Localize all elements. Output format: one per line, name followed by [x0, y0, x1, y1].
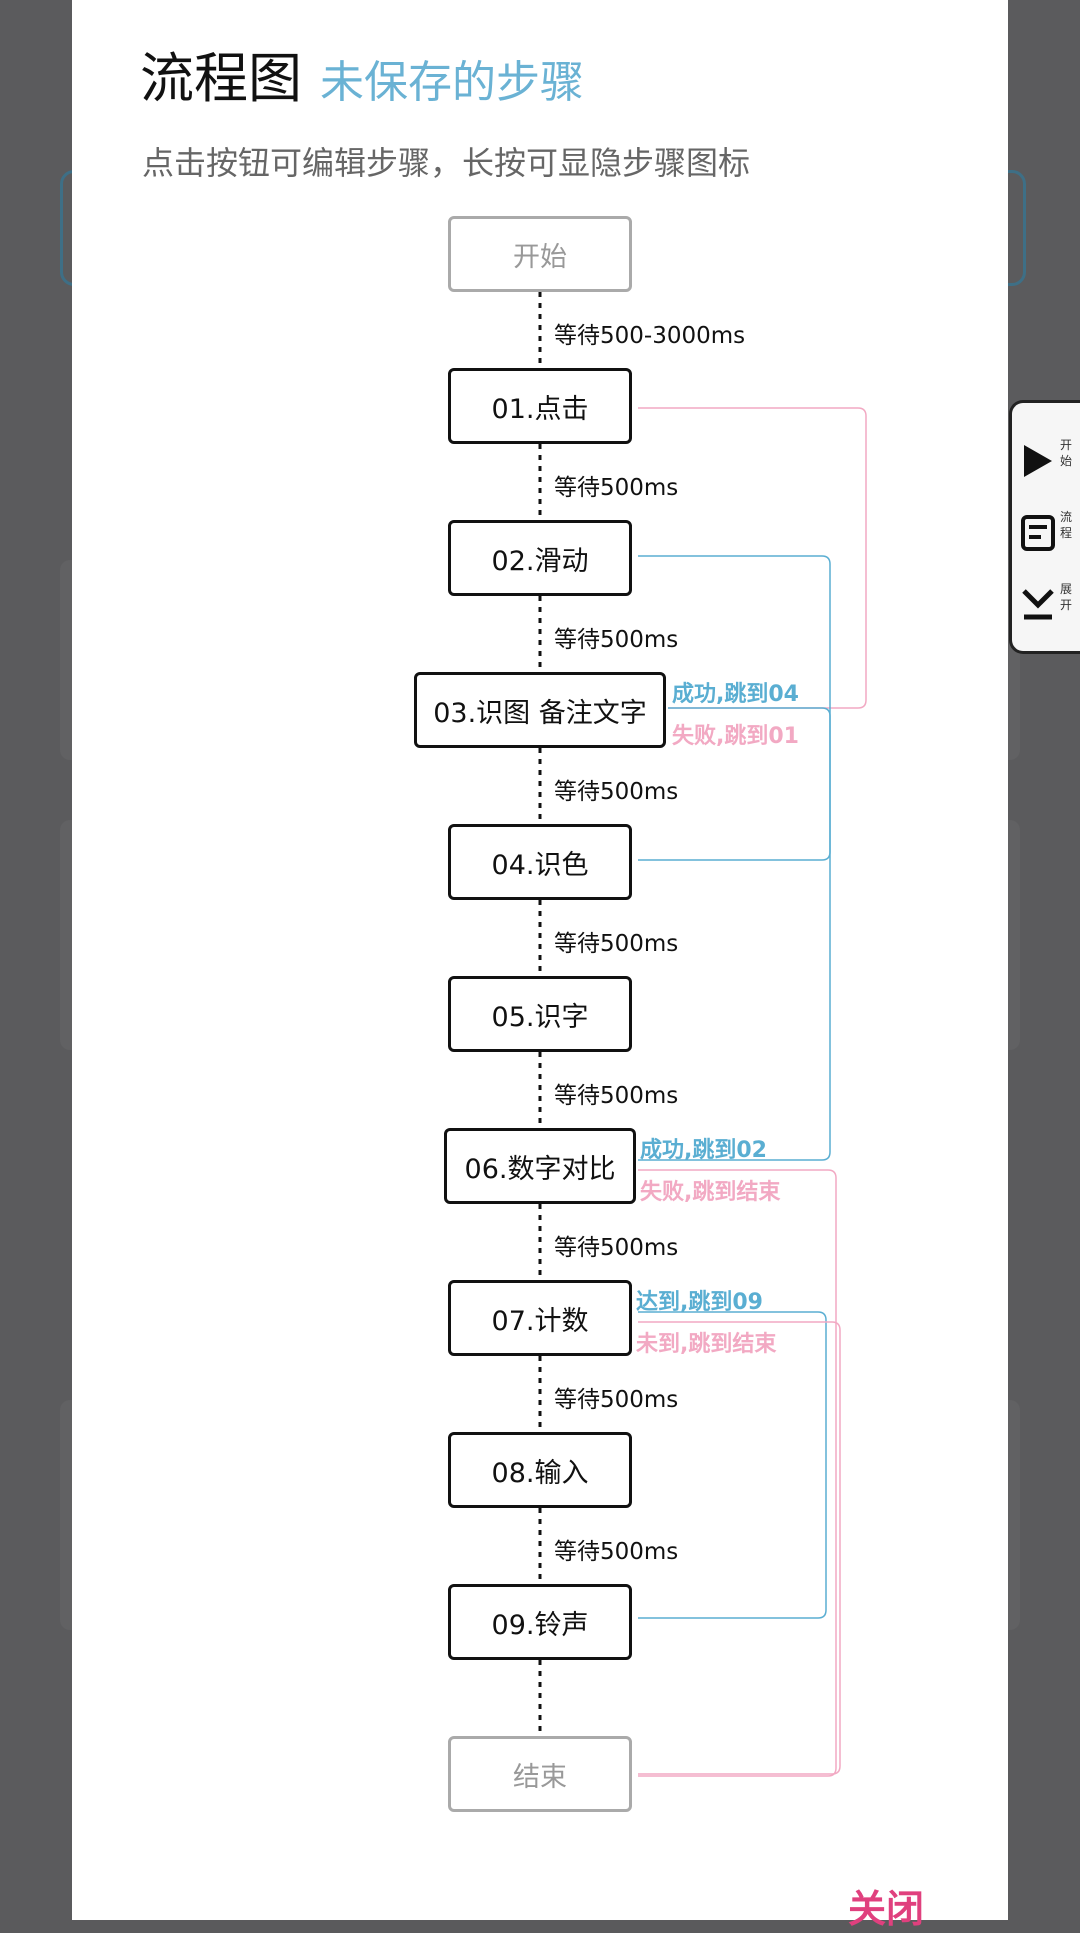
wait-label: 等待500ms [554, 1387, 679, 1413]
flow-step-node[interactable]: 08.输入 [448, 1432, 632, 1508]
flow-step-node[interactable]: 09.铃声 [448, 1584, 632, 1660]
flowchart-dialog: 流程图 未保存的步骤 点击按钮可编辑步骤，长按可显隐步骤图标 开始 01.点击 … [72, 0, 1008, 1931]
wait-label: 等待500ms [554, 1235, 679, 1261]
flow-step-node[interactable]: 02.滑动 [448, 520, 632, 596]
dialog-title: 流程图 [140, 47, 302, 110]
flow-icon [1021, 515, 1055, 551]
wait-label: 等待500ms [554, 627, 679, 653]
floating-control-panel[interactable]: 开始 流程 展开 [1009, 400, 1080, 654]
branch-label-fail: 失败,跳到结束 [640, 1180, 781, 1205]
branch-label-fail: 失败,跳到01 [672, 724, 799, 749]
branch-label-success: 成功,跳到04 [672, 682, 799, 707]
wait-label: 等待500ms [554, 475, 679, 501]
branch-label-reached: 达到,跳到09 [636, 1290, 763, 1315]
flow-step-node[interactable]: 03.识图 备注文字 [414, 672, 666, 748]
float-item-flow[interactable]: 流程 [1012, 503, 1080, 567]
expand-icon [1022, 589, 1054, 620]
jump-lines [638, 407, 867, 1777]
float-item-label: 开始 [1059, 438, 1072, 468]
flow-step-node[interactable]: 05.识字 [448, 976, 632, 1052]
wait-label: 等待500ms [554, 1539, 679, 1565]
wait-label: 等待500-3000ms [554, 323, 746, 349]
flow-step-node[interactable]: 01.点击 [448, 368, 632, 444]
branch-label-not-reached: 未到,跳到结束 [636, 1332, 777, 1357]
flow-connectors [538, 292, 867, 1777]
dialog-description: 点击按钮可编辑步骤，长按可显隐步骤图标 [142, 144, 751, 182]
float-item-label: 流程 [1059, 510, 1072, 540]
play-icon [1024, 445, 1052, 477]
flow-end-node[interactable]: 结束 [448, 1736, 632, 1812]
flow-step-node[interactable]: 04.识色 [448, 824, 632, 900]
float-item-expand[interactable]: 展开 [1012, 575, 1080, 639]
wait-label: 等待500ms [554, 779, 679, 805]
dialog-subtitle: 未保存的步骤 [320, 57, 584, 108]
wait-label: 等待500ms [554, 931, 679, 957]
branch-label-success: 成功,跳到02 [640, 1138, 767, 1163]
flow-step-node[interactable]: 07.计数 [448, 1280, 632, 1356]
float-item-start[interactable]: 开始 [1012, 431, 1080, 495]
close-button[interactable]: 关闭 [848, 1887, 925, 1931]
float-item-label: 展开 [1059, 582, 1072, 612]
flow-step-node[interactable]: 06.数字对比 [444, 1128, 636, 1204]
wait-label: 等待500ms [554, 1083, 679, 1109]
flow-start-node[interactable]: 开始 [448, 216, 632, 292]
